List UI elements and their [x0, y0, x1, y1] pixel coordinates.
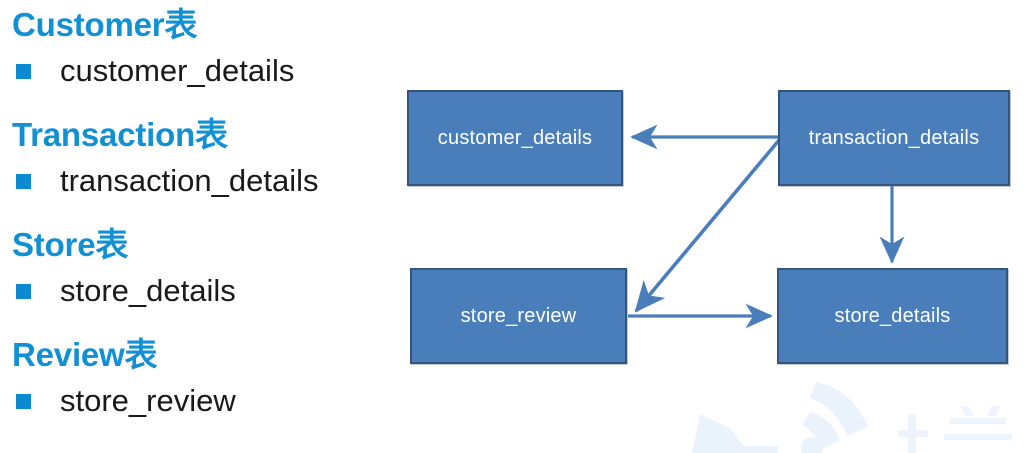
diagram-node-label: transaction_details — [808, 127, 980, 149]
diagram-connectors — [628, 124, 905, 329]
outline-group-review: Review表 store_review — [0, 334, 400, 426]
outline-group-customer: Customer表 customer_details — [0, 4, 400, 96]
diagram-node-transaction-details[interactable]: transaction_details — [778, 90, 1010, 186]
diagram-node-store-details[interactable]: store_details — [777, 268, 1008, 364]
edge-transaction-to-store-review — [634, 137, 782, 313]
bullet-square-icon — [16, 393, 31, 409]
list-item: transaction_details — [0, 156, 400, 206]
diagram-node-store-review[interactable]: store_review — [410, 268, 627, 364]
list-item: customer_details — [0, 46, 400, 96]
list-item-label: customer_details — [60, 53, 295, 88]
diagram-node-label: store_review — [460, 305, 577, 327]
diagram-node-label: customer_details — [437, 127, 593, 149]
outline-group-store: Store表 store_details — [0, 224, 400, 316]
list-item-label: store_review — [60, 383, 236, 418]
bullet-square-icon — [16, 63, 31, 79]
group-heading-customer: Customer表 — [12, 6, 198, 43]
group-heading-store: Store表 — [12, 226, 129, 263]
group-heading-review: Review表 — [12, 336, 158, 373]
group-heading-transaction: Transaction表 — [12, 116, 228, 153]
list-item: store_review — [0, 376, 400, 426]
table-outline-list: Customer表 customer_details Transaction表 … — [0, 0, 400, 453]
bullet-square-icon — [16, 283, 31, 299]
er-diagram: customer_details transaction_details sto… — [400, 0, 1030, 453]
list-item: store_details — [0, 266, 400, 316]
diagram-node-label: store_details — [834, 305, 951, 327]
list-item-label: transaction_details — [60, 163, 319, 198]
outline-group-transaction: Transaction表 transaction_details — [0, 114, 400, 206]
list-item-label: store_details — [60, 273, 236, 308]
bullet-square-icon — [16, 173, 31, 189]
diagram-node-customer-details[interactable]: customer_details — [407, 90, 623, 186]
